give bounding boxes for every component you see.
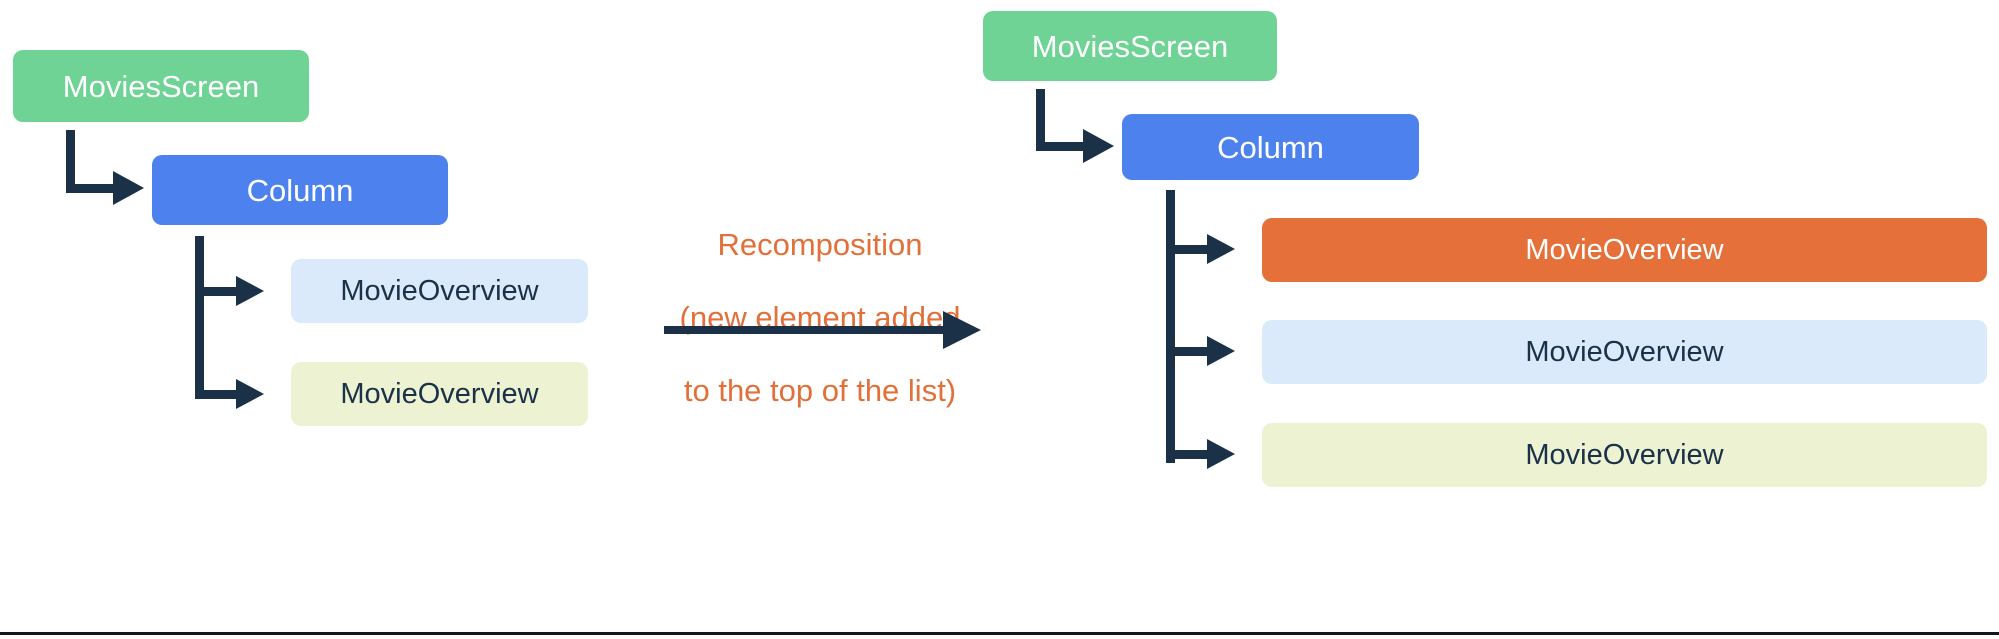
after-connector-column-spine <box>1166 190 1175 463</box>
after-connector-branch-3 <box>1166 450 1211 459</box>
before-node-movie-overview-2: MovieOverview <box>291 362 588 426</box>
after-node-movie-overview-1: MovieOverview <box>1262 320 1987 384</box>
after-node-movies-screen: MoviesScreen <box>983 11 1277 81</box>
before-connector-branch-1 <box>195 287 240 296</box>
after-connector-branch-2 <box>1166 347 1211 356</box>
before-connector-screen-to-column-vertical <box>66 130 75 193</box>
after-connector-screen-to-column-vertical <box>1036 89 1045 151</box>
after-arrowhead-screen-to-column <box>1083 129 1114 163</box>
before-node-column-label: Column <box>246 172 354 208</box>
before-connector-screen-to-column-horizontal <box>66 184 118 193</box>
after-connector-screen-to-column-horizontal <box>1036 142 1088 151</box>
after-arrowhead-branch-2 <box>1207 336 1235 366</box>
transition-arrow-head <box>943 311 981 349</box>
after-node-movie-overview-1-label: MovieOverview <box>1525 335 1724 368</box>
before-arrowhead-branch-1 <box>236 276 264 306</box>
recomposition-caption-line-1: Recomposition <box>717 226 923 262</box>
before-arrowhead-screen-to-column <box>113 171 144 205</box>
before-node-movies-screen: MoviesScreen <box>13 50 309 122</box>
after-node-movie-overview-new: MovieOverview <box>1262 218 1987 282</box>
before-arrowhead-branch-2 <box>236 379 264 409</box>
after-connector-branch-1 <box>1166 245 1211 254</box>
before-connector-branch-2 <box>195 390 240 399</box>
before-node-movies-screen-label: MoviesScreen <box>62 68 260 104</box>
after-node-column-label: Column <box>1217 129 1324 165</box>
after-node-movie-overview-2-label: MovieOverview <box>1525 438 1724 471</box>
before-connector-column-spine <box>195 236 204 399</box>
before-node-column: Column <box>152 155 448 225</box>
after-node-movie-overview-new-label: MovieOverview <box>1525 233 1724 266</box>
transition-arrow-shaft <box>664 326 947 334</box>
after-node-movie-overview-2: MovieOverview <box>1262 423 1987 487</box>
after-node-movies-screen-label: MoviesScreen <box>1031 28 1229 64</box>
recomposition-caption: Recomposition (new element added to the … <box>655 190 985 446</box>
after-arrowhead-branch-3 <box>1207 439 1235 469</box>
before-node-movie-overview-1: MovieOverview <box>291 259 588 323</box>
after-node-column: Column <box>1122 114 1419 180</box>
recomposition-caption-line-3: to the top of the list) <box>683 372 957 408</box>
bottom-divider <box>0 632 1999 635</box>
before-node-movie-overview-1-label: MovieOverview <box>340 274 539 307</box>
before-node-movie-overview-2-label: MovieOverview <box>340 377 539 410</box>
after-arrowhead-branch-1 <box>1207 234 1235 264</box>
